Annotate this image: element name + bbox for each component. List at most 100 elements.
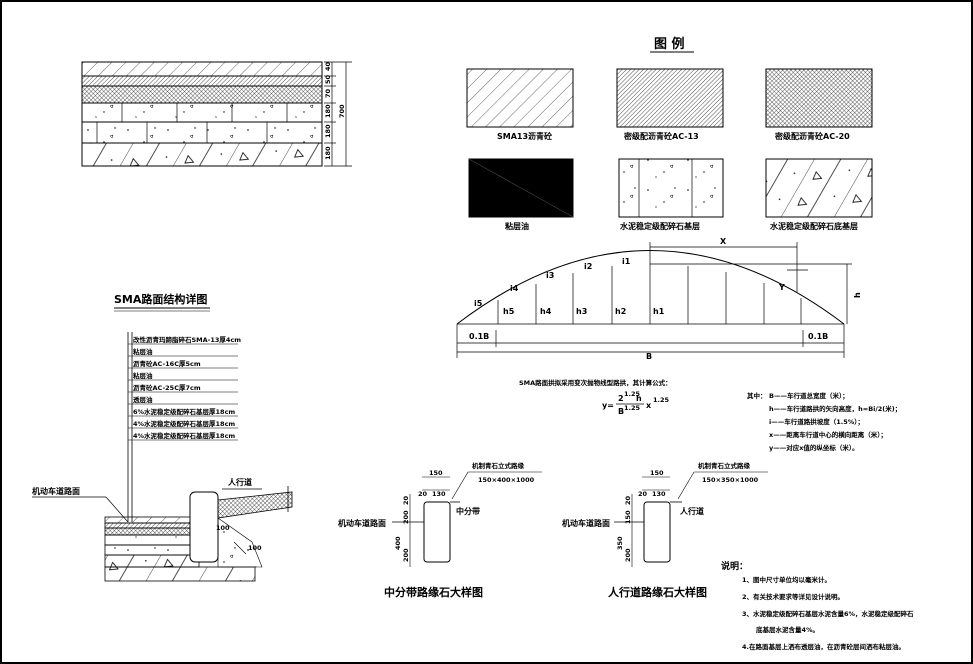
curb-walk-callout: 机制青石立式路缘: [698, 461, 751, 470]
where-block: 其中： B——车行道总宽度（米）； h——车行道路拱的矢向高度，h=Bi/2(米…: [747, 391, 901, 452]
sma-title: SMA路面结构详图: [114, 292, 207, 306]
sma-layer-6: 透层油: [133, 395, 153, 404]
dim-top-6: 180: [324, 146, 332, 160]
curb-walk-dim-150: 150: [650, 469, 664, 477]
formula-y: y=: [602, 401, 614, 410]
sma-layer-9: 4%水泥稳定级配碎石基层厚18cm: [133, 431, 235, 440]
h2-label: h2: [615, 307, 626, 316]
label-x: X: [720, 237, 727, 246]
curb-mid-dim-l1: 20: [402, 495, 410, 505]
where-line-2: h——车行道路拱的矢向高度，h=Bi/2(米)；: [769, 404, 901, 413]
crown-profile: X Y h i5 i4 i3 i2 i1 h5 h4 h3 h2 h1 0.1B…: [456, 237, 862, 361]
where-line-3: i——车行道路拱坡度（1.5%）；: [769, 417, 864, 426]
sma-layer-1: 改性沥青玛蹄脂碎石SMA-13厚4cm: [133, 335, 241, 344]
notes: 说明： 1、图中尺寸单位均以毫米计。 2、有关技术要求等详见设计说明。 3、水泥…: [721, 560, 914, 651]
legend-swatch-sma13: [466, 68, 574, 128]
legend-swatch-ac13: [616, 68, 724, 128]
formula-num: 2: [618, 394, 624, 403]
legend-swatch-ac20: [765, 68, 873, 128]
label-01b-right: 0.1B: [808, 332, 828, 341]
slope-i2: i2: [584, 262, 592, 271]
where-line-5: y——对应x值的纵坐标（米）。: [769, 443, 859, 452]
curb-mid-dim-l4: 200: [402, 548, 410, 562]
formula-x: x: [646, 401, 652, 410]
legend: 图 例 SMA13沥青砼 密级配沥青砼AC-13 密级配沥青砼AC-20 粘层油…: [466, 36, 873, 231]
formula-den: B: [618, 407, 624, 416]
curb-mid-label-right: 中分带: [456, 506, 480, 516]
curb-mid-callout: 机制青石立式路缘: [472, 461, 525, 470]
curb-mid-dim-l2: 200: [402, 510, 410, 524]
curb-mid-dim-130: 130: [432, 490, 446, 498]
sma-layer-3: 沥青砼AC-16C厚5cm: [133, 359, 201, 368]
h1-label: h1: [653, 307, 665, 316]
sma-dim-100a: 100: [216, 524, 230, 532]
sma-detail: SMA路面结构详图 改性沥青玛蹄脂碎石SMA-13厚4cm 粘层油 沥青砼AC-…: [32, 292, 293, 582]
sma-layer-5: 沥青砼AC-25C厚7cm: [133, 383, 201, 392]
notes-line-3: 3、水泥稳定级配碎石基层水泥含量6%，水泥稳定级配碎石: [742, 609, 914, 618]
curb-mid-label-left: 机动车道路面: [338, 518, 386, 528]
legend-label-ac20: 密级配沥青砼AC-20: [774, 131, 850, 141]
formula-intro: SMA路面拱拟采用变次抛物线型路拱，其计算公式：: [519, 378, 672, 387]
curb-mid-dim-150: 150: [429, 469, 443, 477]
formula-h: h: [636, 394, 642, 403]
label-b: B: [646, 352, 652, 361]
curb-median-detail: 机制青石立式路缘 150×400×1000 150 20 130 20 200 …: [338, 461, 542, 599]
curb-walk-dim-l2: 150: [624, 510, 632, 524]
legend-label-sma13: SMA13沥青砼: [497, 131, 553, 141]
curb-walk-size: 150×350×1000: [702, 476, 759, 484]
sma-label-walk: 人行道: [228, 477, 252, 487]
legend-swatch-subbase: [765, 158, 873, 218]
notes-line-1: 1、图中尺寸单位均以毫米计。: [742, 575, 831, 584]
label-h: h: [853, 292, 862, 298]
notes-title: 说明：: [721, 560, 748, 572]
curb-mid-size: 150×400×1000: [478, 476, 535, 484]
sma-layer-2: 粘层油: [133, 347, 153, 356]
curb-walk-label-left: 机动车道路面: [562, 518, 610, 528]
formula-num-exp: 1.25: [624, 390, 641, 398]
curb-mid-dim-l3: 400: [394, 536, 402, 550]
sma-layer-4: 粘层油: [133, 371, 153, 380]
curb-walk-dim-20: 20: [638, 490, 648, 498]
sma-layer-8: 4%水泥稳定级配碎石基层厚18cm: [133, 419, 235, 428]
legend-label-base: 水泥稳定级配碎石基层: [619, 221, 700, 231]
curb-walk-dim-l4: 200: [624, 548, 632, 562]
curb-sidewalk-detail: 机制青石立式路缘 150×350×1000 150 20 130 20 150 …: [562, 461, 768, 599]
sma-dim-100b: 100: [248, 544, 262, 552]
where-line-1: B——车行道总宽度（米）；: [769, 391, 849, 400]
legend-label-ac13: 密级配沥青砼AC-13: [623, 131, 699, 141]
legend-label-tack: 粘层油: [504, 221, 529, 231]
notes-line-5: 4.在路面基层上洒布透层油，在沥青砼层间洒布粘层油。: [742, 642, 905, 651]
slope-i5: i5: [474, 299, 483, 308]
curb-walk-dim-130: 130: [652, 490, 666, 498]
legend-label-subbase: 水泥稳定级配碎石底基层: [769, 221, 858, 231]
curb-mid-dim-20: 20: [418, 490, 428, 498]
where-lead: 其中：: [747, 391, 767, 400]
dim-top-5: 180: [324, 124, 332, 138]
dim-top-1: 40: [324, 61, 332, 71]
label-01b-left: 0.1B: [469, 332, 489, 341]
slope-i4: i4: [510, 284, 519, 293]
sma-layer-7: 6%水泥稳定级配碎石基层厚18cm: [133, 407, 235, 416]
h4-label: h4: [540, 307, 552, 316]
curb-walk-title: 人行道路缘石大样图: [608, 585, 707, 599]
curb-mid-title: 中分带路缘石大样图: [384, 585, 483, 599]
dim-top-4: 180: [324, 104, 332, 118]
label-y: Y: [778, 283, 785, 292]
legend-title: 图 例: [654, 36, 685, 52]
notes-line-2: 2、有关技术要求等详见设计说明。: [742, 592, 844, 601]
formula: SMA路面拱拟采用变次抛物线型路拱，其计算公式： y= 2 1.25 h B 1…: [519, 378, 672, 416]
curb-walk-dim-l1: 20: [624, 495, 632, 505]
formula-x-exp: 1.25: [653, 396, 670, 404]
dim-top-total: 700: [338, 104, 346, 118]
h3-label: h3: [576, 307, 587, 316]
where-line-4: x——距离车行道中心的横向距离（米）；: [769, 430, 887, 439]
curb-walk-dim-l3: 350: [616, 536, 624, 550]
dim-top-2: 50: [324, 74, 332, 84]
formula-den-exp: 1.25: [624, 404, 641, 412]
dim-top-3: 70: [324, 88, 332, 98]
sma-label-road: 机动车道路面: [32, 486, 80, 496]
curb-walk-label-right: 人行道: [680, 506, 704, 516]
pavement-section-top: 40 50 70 180 180 180 700: [81, 61, 352, 167]
